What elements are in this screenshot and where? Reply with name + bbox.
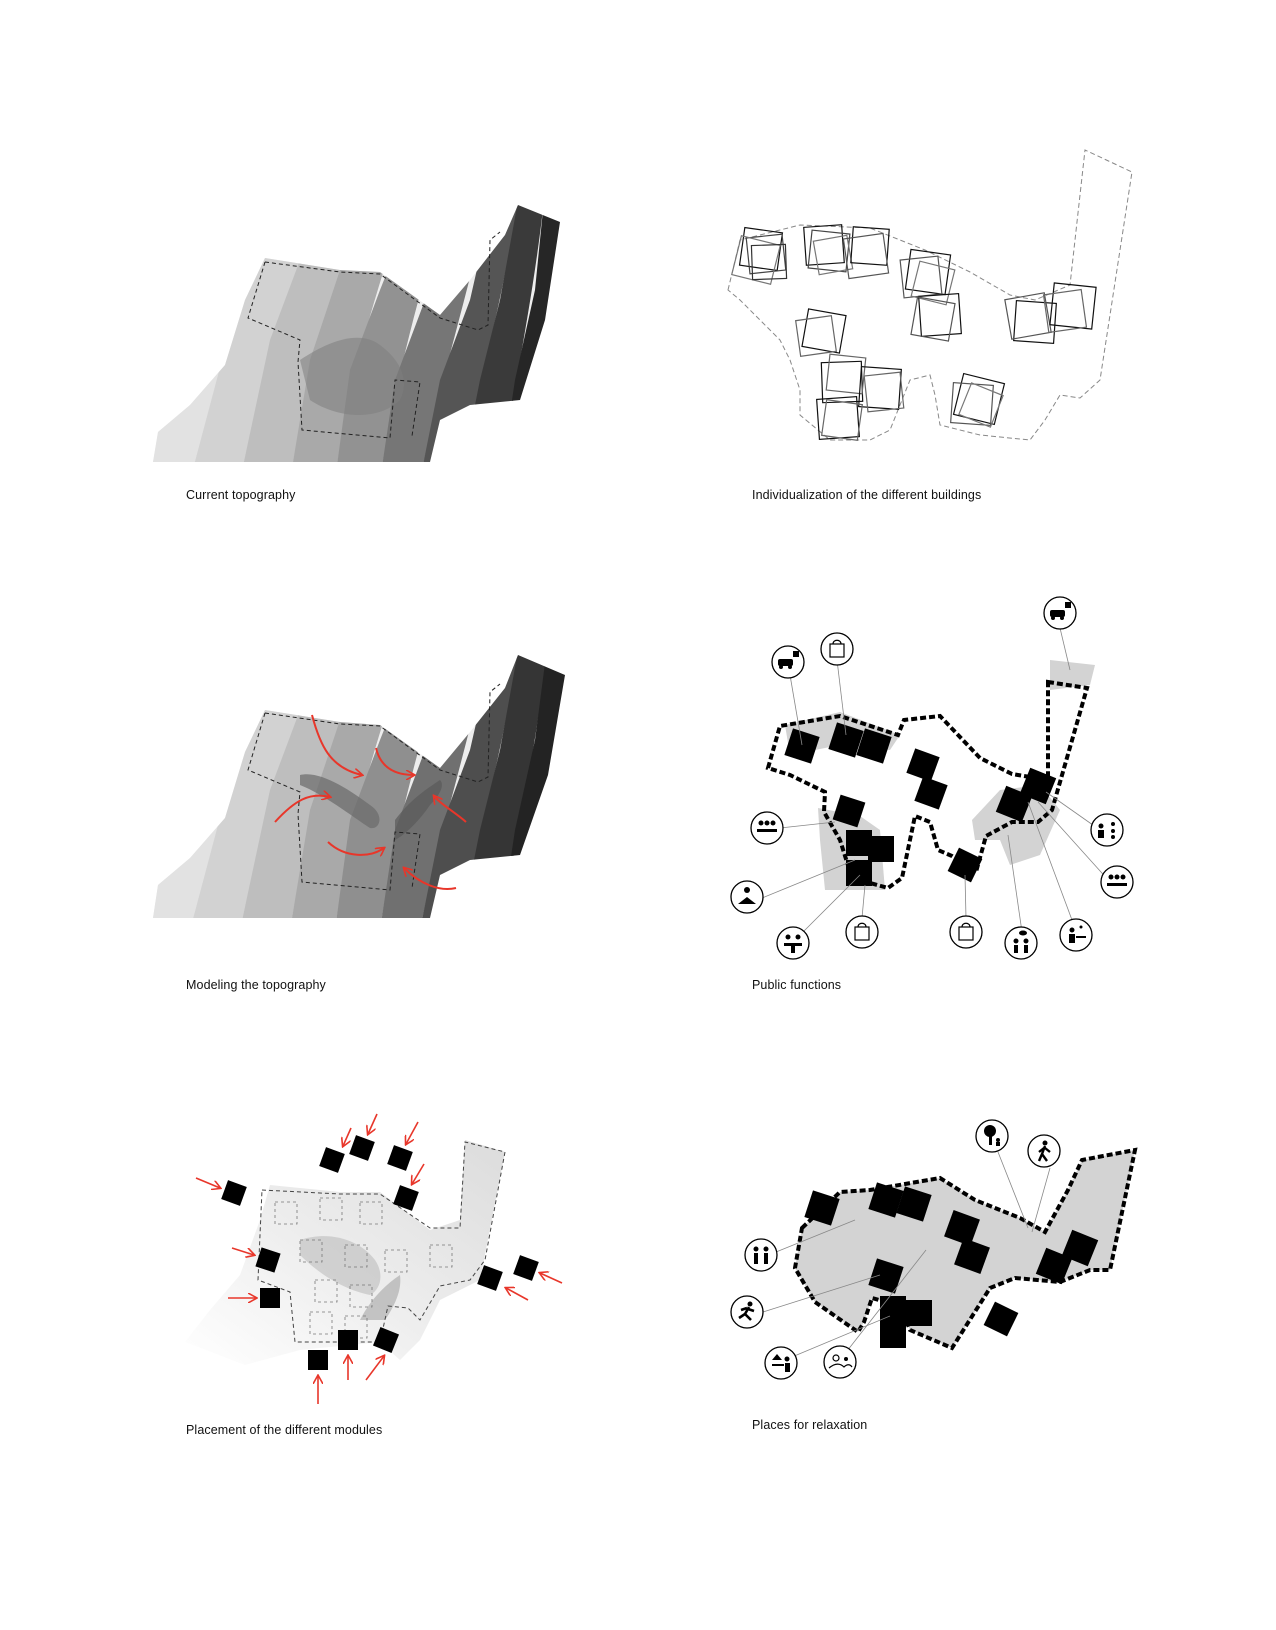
red-flow-arrows	[274, 714, 467, 890]
panel-caption: Places for relaxation	[752, 1418, 868, 1432]
red-placement-arrows	[195, 1113, 563, 1404]
coworking-icon	[1090, 813, 1124, 847]
shop-bag-icon	[949, 915, 983, 949]
shop-bag-icon	[845, 915, 879, 949]
landscape-icon	[823, 1345, 857, 1379]
leader-lines	[761, 627, 1111, 946]
relaxation-map	[730, 1119, 1138, 1380]
workspace-icon	[1059, 918, 1093, 952]
yoga-icon	[730, 880, 764, 914]
parking-icon	[1043, 596, 1077, 630]
relaxation-buildings	[804, 1182, 1099, 1348]
panel-caption: Current topography	[186, 488, 296, 502]
public-buildings	[784, 722, 1057, 886]
topography-map	[153, 205, 560, 462]
panel-caption: Public functions	[752, 978, 842, 992]
building-outline-clusters	[731, 224, 1097, 442]
buildings-outline-map	[727, 149, 1133, 442]
tree-planting-icon	[975, 1119, 1009, 1153]
placed-modules	[221, 1135, 539, 1370]
panel-caption: Modeling the topography	[186, 978, 326, 992]
conversation-icon	[1004, 926, 1038, 960]
public-functions-map	[730, 596, 1134, 960]
walking-icon	[1027, 1134, 1061, 1168]
panel-module-placement: Placement of the different modules	[0, 1080, 640, 1460]
panel-current-topography: Current topography	[0, 0, 640, 520]
panel-caption: Individualization of the different build…	[752, 488, 982, 502]
meeting-table-icon	[1100, 865, 1134, 899]
running-icon	[730, 1295, 764, 1329]
picnic-icon	[764, 1346, 798, 1380]
shop-bag-icon	[820, 632, 854, 666]
panel-relaxation: Places for relaxation	[640, 1100, 1276, 1460]
parking-icon	[771, 645, 805, 679]
meeting-table-icon	[750, 811, 784, 845]
module-placement-map	[185, 1113, 563, 1404]
panel-individualization: Individualization of the different build…	[640, 0, 1276, 520]
panel-public-functions: Public functions	[640, 540, 1276, 1000]
people-talking-icon	[744, 1238, 778, 1272]
leader-lines	[762, 1151, 1051, 1363]
cafe-icon	[776, 926, 810, 960]
panel-caption: Placement of the different modules	[186, 1423, 383, 1437]
